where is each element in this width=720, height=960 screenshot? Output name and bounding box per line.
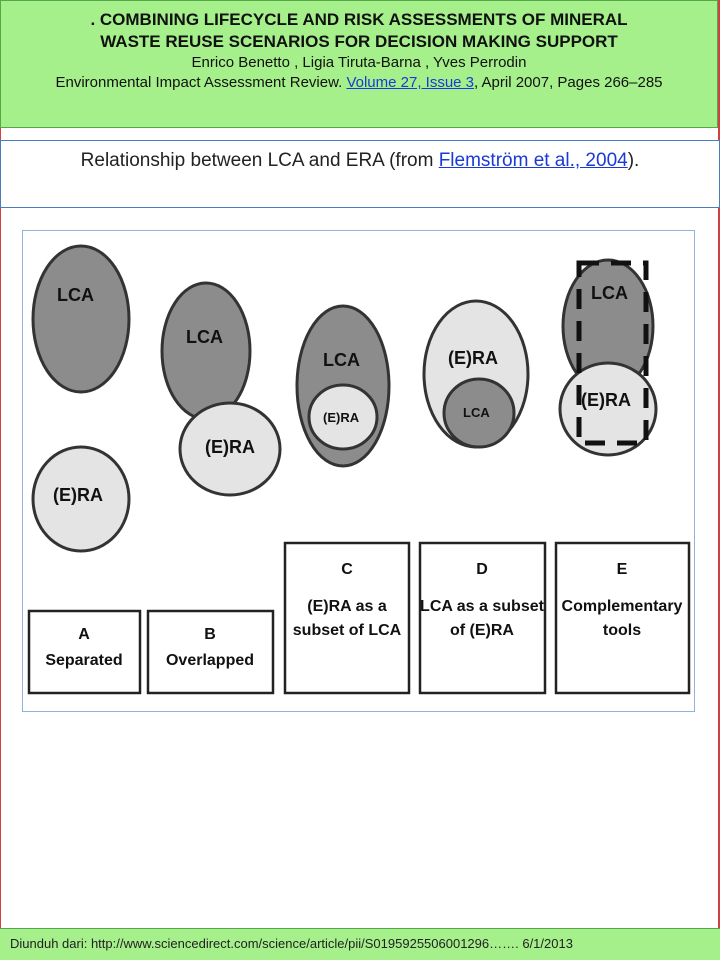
volume-link[interactable]: Volume 27, Issue 3 xyxy=(346,74,475,91)
panel-letter: B xyxy=(204,626,216,643)
relationship-diagram: LCA (E)RA LCA (E)RA LCA (E)RA (E)RA LCA xyxy=(27,244,691,695)
caption-prefix: Relationship between LCA and ERA (from xyxy=(80,150,439,171)
panel-b-diagram: LCA (E)RA xyxy=(160,281,282,497)
lca-circle-label: LCA xyxy=(57,285,94,305)
panel-description: (E)RA as a xyxy=(307,598,387,615)
panel-description: Separated xyxy=(45,652,122,669)
panel-c-diagram: LCA (E)RA xyxy=(295,304,391,468)
panel-e-diagram: LCA (E)RA xyxy=(558,258,658,457)
lca-circle xyxy=(31,244,131,394)
panel-a-diagram: LCA (E)RA xyxy=(31,244,131,553)
era-circle xyxy=(31,445,131,553)
panel-d-diagram: (E)RA LCA xyxy=(422,299,530,449)
era-circle xyxy=(558,361,658,457)
era-circle-label: (E)RA xyxy=(323,410,360,425)
panel-description: LCA as a subset xyxy=(420,598,545,615)
citation-suffix: , April 2007, Pages 266–285 xyxy=(474,74,663,91)
era-circle-label: (E)RA xyxy=(448,348,498,368)
era-circle-label: (E)RA xyxy=(581,390,631,410)
paper-citation: Environmental Impact Assessment Review. … xyxy=(1,73,717,93)
lca-circle-label: LCA xyxy=(591,283,628,303)
panel-a-label-box: A Separated xyxy=(27,609,142,695)
era-subset-circle xyxy=(307,383,379,451)
panel-d-label-box: D LCA as a subset of (E)RA xyxy=(418,541,547,695)
lca-subset-circle xyxy=(442,377,516,449)
panel-description: Complementary xyxy=(562,598,683,615)
header-banner: . COMBINING LIFECYCLE AND RISK ASSESSMEN… xyxy=(0,0,718,128)
lca-circle xyxy=(160,281,252,421)
figure-caption: Relationship between LCA and ERA (from F… xyxy=(0,140,720,208)
paper-title-line1: . COMBINING LIFECYCLE AND RISK ASSESSMEN… xyxy=(90,10,628,29)
panel-letter: A xyxy=(78,626,90,643)
era-circle xyxy=(178,401,282,497)
panel-letter: D xyxy=(476,561,488,578)
panel-letter: C xyxy=(341,561,353,578)
panel-c-label-box: C (E)RA as a subset of LCA xyxy=(283,541,411,695)
panel-description-2: subset of LCA xyxy=(293,622,402,639)
era-circle-label: (E)RA xyxy=(205,437,255,457)
citation-prefix: Environmental Impact Assessment Review. xyxy=(55,74,347,91)
lca-era-figure: LCA (E)RA LCA (E)RA LCA (E)RA (E)RA LCA xyxy=(22,230,695,712)
source-footer: Diunduh dari: http://www.sciencedirect.c… xyxy=(0,928,720,960)
paper-authors: Enrico Benetto , Ligia Tiruta-Barna , Yv… xyxy=(191,54,527,71)
caption-suffix: ). xyxy=(627,150,640,171)
panel-b-label-box: B Overlapped xyxy=(146,609,275,695)
panel-description: Overlapped xyxy=(166,652,254,669)
panel-e-label-box: E Complementary tools xyxy=(554,541,691,695)
era-circle-label: (E)RA xyxy=(53,485,103,505)
lca-circle-label: LCA xyxy=(186,327,223,347)
reference-link[interactable]: Flemström et al., 2004 xyxy=(438,150,628,171)
panel-letter: E xyxy=(617,561,628,578)
dashed-boundary-box xyxy=(576,260,649,446)
lca-circle-label: LCA xyxy=(323,350,360,370)
lca-circle-label: LCA xyxy=(463,405,490,420)
paper-title-line2: WASTE REUSE SCENARIOS FOR DECISION MAKIN… xyxy=(100,32,618,51)
panel-description-2: tools xyxy=(603,622,641,639)
panel-description-2: of (E)RA xyxy=(450,622,514,639)
